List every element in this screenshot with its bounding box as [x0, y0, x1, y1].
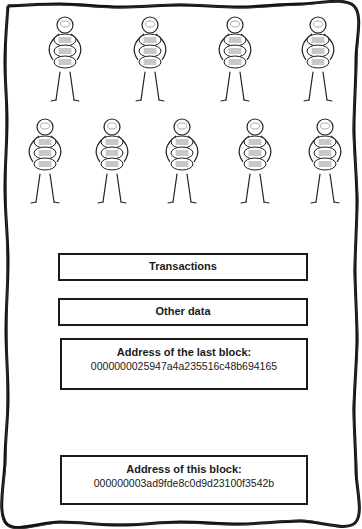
person-figure	[219, 17, 251, 101]
person-figure	[134, 17, 166, 101]
person-figure	[309, 119, 341, 203]
person-figure	[302, 17, 334, 101]
box-label: Other data	[155, 305, 210, 319]
box-label: Transactions	[149, 260, 217, 274]
address-box: Address of this block:000000003ad9fde8c0…	[60, 455, 308, 505]
person-figure	[49, 17, 81, 101]
person-figure	[96, 119, 128, 203]
person-figure	[239, 119, 271, 203]
person-figure	[166, 119, 198, 203]
person-figure	[29, 119, 61, 203]
hash-value: 000000003ad9fde8c0d9d23100f3542b	[94, 477, 274, 490]
transactions-box: Transactions	[58, 253, 308, 281]
box-label: Address of this block:	[126, 463, 242, 477]
other-data-box: Other data	[58, 298, 308, 326]
address-box: Address of the last block:0000000025947a…	[60, 338, 308, 390]
box-label: Address of the last block:	[117, 346, 251, 360]
hash-value: 0000000025947a4a235516c48b694165	[91, 360, 277, 373]
